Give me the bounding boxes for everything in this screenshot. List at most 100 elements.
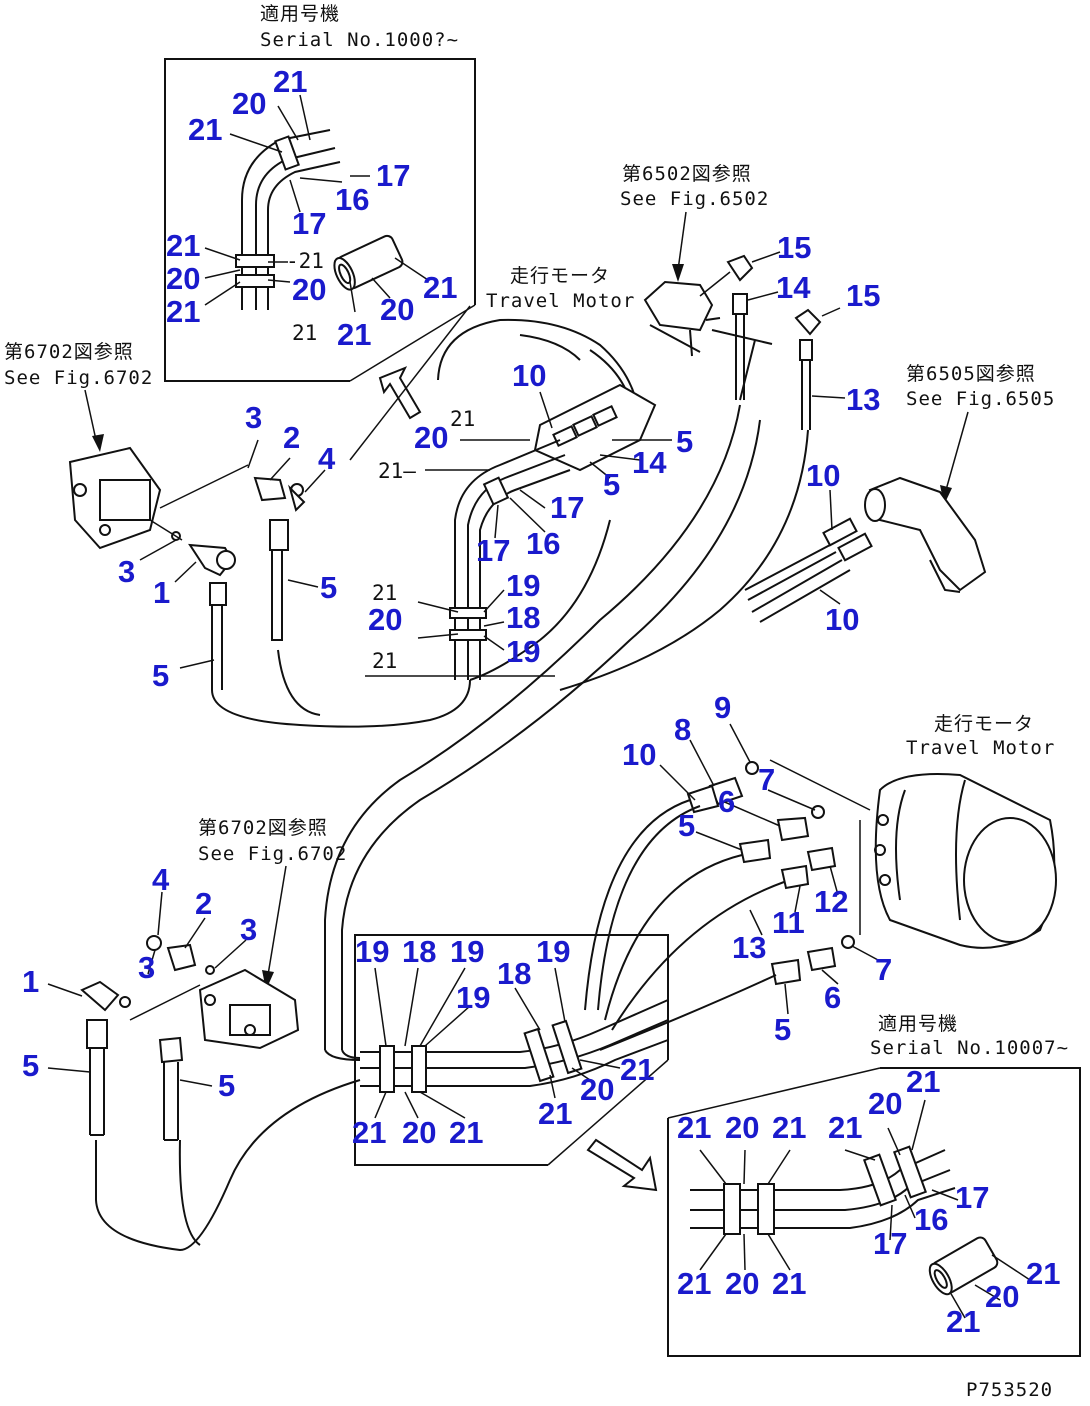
callout-21-plain: 21 — [372, 581, 397, 605]
callout-19: 19 — [355, 934, 389, 969]
callout-21: 21 — [906, 1064, 940, 1099]
callout-21-plain: -21 — [286, 249, 324, 273]
callout-1: 1 — [153, 575, 170, 610]
callout-21: 21 — [1026, 1256, 1060, 1291]
callout-3: 3 — [118, 554, 135, 589]
callout-21: 21 — [423, 270, 457, 305]
callout-5: 5 — [218, 1068, 235, 1103]
control-valve-left: 第6702図参照 See Fig.6702 3 2 4 — [4, 341, 471, 728]
travel-motor-top: 走行モータ Travel Motor 10 21 — [349, 265, 693, 681]
callout-2: 2 — [195, 886, 212, 921]
callout-5: 5 — [774, 1012, 791, 1047]
drawing-code: P753520 — [966, 1379, 1053, 1401]
callout-19: 19 — [450, 934, 484, 969]
fig6505-en: See Fig.6505 — [906, 388, 1055, 410]
callout-21: 21 — [352, 1115, 386, 1150]
detail-arrow-bottom — [586, 1138, 658, 1192]
callout-15: 15 — [777, 230, 811, 265]
callout-21-plain: 21 — [450, 407, 475, 431]
callout-20: 20 — [580, 1072, 614, 1107]
callout-6: 6 — [718, 784, 735, 819]
callout-7: 7 — [875, 952, 892, 987]
callout-21: 21 — [620, 1052, 654, 1087]
fig6502-en: See Fig.6502 — [620, 188, 769, 210]
travel-motor-top-en: Travel Motor — [486, 290, 635, 312]
callout-21: 21 — [337, 317, 371, 352]
callout-13: 13 — [846, 382, 880, 417]
callout-8: 8 — [674, 712, 691, 747]
callout-14: 14 — [632, 445, 667, 480]
callout-6: 6 — [824, 980, 841, 1015]
callout-19: 19 — [536, 934, 570, 969]
callout-20: 20 — [985, 1279, 1019, 1314]
callout-20: 20 — [232, 86, 266, 121]
callout-19: 19 — [506, 634, 540, 669]
callout-21: 21 — [946, 1304, 980, 1339]
travel-motor-bottom: 走行モータ Travel Motor — [584, 690, 1057, 1051]
callout-17: 17 — [955, 1180, 989, 1215]
callout-21: 21 — [538, 1096, 572, 1131]
callout-20: 20 — [380, 292, 414, 327]
callout-17: 17 — [292, 206, 326, 241]
callout-13: 13 — [732, 930, 766, 965]
callout-17: 17 — [550, 490, 584, 525]
callout-18: 18 — [506, 600, 540, 635]
fig6505-jp: 第6505図参照 — [906, 363, 1036, 385]
callout-18: 18 — [497, 956, 531, 991]
callout-18: 18 — [402, 934, 436, 969]
serial-bottom-jp: 適用号機 — [878, 1013, 958, 1035]
callout-10: 10 — [622, 737, 656, 772]
callout-19: 19 — [456, 980, 490, 1015]
serial-top-jp: 適用号機 — [260, 3, 340, 25]
callout-14: 14 — [776, 270, 811, 305]
callout-21: 21 — [828, 1110, 862, 1145]
serial-bottom-en: Serial No.10007~ — [870, 1037, 1069, 1059]
fig6502-jp: 第6502図参照 — [622, 163, 752, 185]
callout-15: 15 — [846, 278, 880, 313]
callout-11: 11 — [772, 905, 805, 940]
callout-7: 7 — [758, 762, 775, 797]
callout-17: 17 — [476, 533, 510, 568]
inset-top-left: 適用号機 Serial No.1000?~ 21 20 21 17 16 17 … — [164, 3, 476, 382]
callout-21: 21 — [166, 294, 200, 329]
callout-16: 16 — [914, 1202, 948, 1237]
callout-21-plain: 21 — [292, 321, 317, 345]
control-valve-bottom: 第6702図参照 See Fig.6702 4 2 3 3 1 5 — [22, 817, 346, 1141]
callout-10: 10 — [512, 358, 546, 393]
fig6702-left-en: See Fig.6702 — [4, 367, 153, 389]
callout-10: 10 — [825, 602, 859, 637]
callout-5: 5 — [678, 808, 695, 843]
callout-19: 19 — [506, 568, 540, 603]
serial-top-en: Serial No.1000?~ — [260, 29, 459, 51]
callout-3: 3 — [245, 400, 262, 435]
callout-21: 21 — [677, 1266, 711, 1301]
callout-20: 20 — [868, 1086, 902, 1121]
callout-20: 20 — [402, 1115, 436, 1150]
callout-4: 4 — [318, 441, 336, 476]
component-fig6502: 第6502図参照 See Fig.6502 15 14 15 13 — [620, 163, 880, 430]
callout-5: 5 — [22, 1048, 39, 1083]
fig6702-left-jp: 第6702図参照 — [4, 341, 134, 363]
travel-motor-top-jp: 走行モータ — [510, 265, 610, 287]
callout-20: 20 — [292, 272, 326, 307]
callout-21-plain: 21 — [372, 649, 397, 673]
callout-5: 5 — [676, 424, 693, 459]
travel-motor-bottom-jp: 走行モータ — [934, 713, 1034, 735]
callout-21: 21 — [188, 112, 222, 147]
callout-16: 16 — [526, 526, 560, 561]
callout-3: 3 — [240, 912, 257, 947]
callout-4: 4 — [152, 862, 170, 897]
callout-21-plain: 21— — [378, 459, 416, 483]
callout-21: 21 — [772, 1266, 806, 1301]
callout-5: 5 — [152, 658, 169, 693]
inset-bottom-right: 適用号機 Serial No.10007~ 21 20 — [667, 1013, 1081, 1357]
callout-20: 20 — [414, 420, 448, 455]
callout-20: 20 — [725, 1266, 759, 1301]
callout-20: 20 — [725, 1110, 759, 1145]
travel-motor-bottom-en: Travel Motor — [906, 737, 1055, 759]
component-fig6505: 第6505図参照 See Fig.6505 10 10 — [744, 363, 1055, 637]
callout-21: 21 — [772, 1110, 806, 1145]
callout-1: 1 — [22, 964, 39, 999]
fig6702-mid-jp: 第6702図参照 — [198, 817, 328, 839]
